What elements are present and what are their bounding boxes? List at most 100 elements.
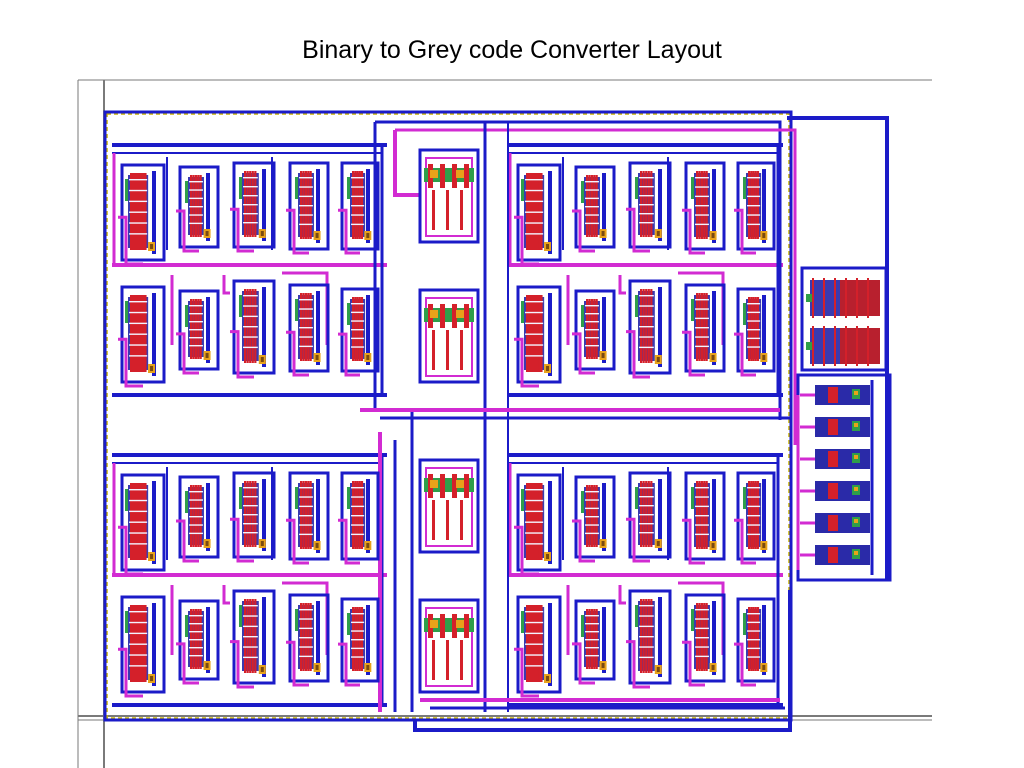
contact-row <box>525 665 544 667</box>
cell-metal-loop <box>516 163 562 262</box>
contact-row <box>525 654 544 656</box>
cell-39 <box>734 597 776 687</box>
xor-cell <box>418 458 480 554</box>
via-inner <box>546 554 550 559</box>
contact-row <box>639 605 654 607</box>
contact-row <box>695 186 709 188</box>
contact-row <box>747 647 761 650</box>
contact-row <box>351 496 365 498</box>
mux-top-frame <box>800 266 888 372</box>
contact-row <box>129 621 148 624</box>
xor-contact <box>456 620 464 628</box>
mux-stage <box>815 545 870 565</box>
contact-row <box>639 346 654 349</box>
contact-row <box>243 346 258 349</box>
mux-block <box>796 266 892 582</box>
xor-poly-down <box>460 190 463 230</box>
cell-10 <box>514 163 562 266</box>
contact-row <box>129 322 148 325</box>
contact-row <box>129 311 148 314</box>
output-strap <box>152 481 156 564</box>
contact-row <box>585 532 599 535</box>
contact-row <box>525 200 544 203</box>
contact-row <box>585 329 599 331</box>
right-bus <box>787 116 889 580</box>
contact-row <box>351 505 365 508</box>
via-inner <box>546 244 550 249</box>
via-inner <box>150 244 154 249</box>
contact-row <box>695 637 709 639</box>
contact-row <box>639 487 654 489</box>
cell-31 <box>572 475 616 563</box>
output-strap <box>548 603 552 686</box>
contact-row <box>243 222 258 224</box>
cell-metal-loop <box>232 471 276 559</box>
mux-diff <box>806 342 812 350</box>
contact-row <box>299 496 313 498</box>
contact-row <box>299 345 313 348</box>
metal2-jog <box>626 517 650 563</box>
via-inner <box>762 543 766 548</box>
contact-row <box>243 204 258 206</box>
cell-1 <box>176 165 220 253</box>
cell-metal-loop <box>288 593 330 683</box>
contact-row <box>243 523 258 525</box>
contact-row <box>351 214 365 216</box>
center-metal2-outer <box>395 128 797 445</box>
output-strap <box>152 603 156 686</box>
cell-20 <box>118 473 166 576</box>
cell-metal-loop <box>340 161 380 251</box>
contact-row <box>747 303 761 305</box>
contact-row <box>189 507 203 510</box>
xor-poly-down <box>460 500 463 540</box>
xor-poly-down <box>432 500 435 540</box>
contact-row <box>639 195 654 197</box>
via-inner <box>315 665 319 670</box>
contact-row <box>585 189 599 191</box>
contact-row <box>299 336 313 338</box>
xor-poly-down <box>460 640 463 680</box>
output-strap <box>262 597 266 677</box>
output-strap <box>366 295 370 365</box>
contact-row <box>243 326 258 328</box>
output-mux-column <box>796 266 892 582</box>
contact-row <box>189 206 203 208</box>
contact-row <box>243 177 258 179</box>
cell-metal-loop <box>684 593 726 683</box>
cell-6 <box>176 289 220 375</box>
cell-metal-loop <box>120 595 166 694</box>
contact-row <box>747 656 761 658</box>
contact-row <box>525 532 544 534</box>
cell-metal-loop <box>288 161 330 251</box>
contact-row <box>351 621 365 624</box>
cell-27 <box>230 589 276 689</box>
contact-row <box>129 532 148 534</box>
cell-metal-loop <box>232 279 276 375</box>
contact-row <box>129 189 148 192</box>
via-inner <box>601 541 605 546</box>
xor-outer-loop <box>418 288 480 384</box>
cell-metal-loop <box>684 161 726 251</box>
contact-row <box>243 625 258 628</box>
contact-row <box>243 336 258 338</box>
contact-row <box>585 647 599 649</box>
contact-row <box>525 179 544 181</box>
metal2-jog <box>572 332 595 375</box>
xor-cell <box>418 148 480 244</box>
contact-row <box>299 317 313 320</box>
metal2-jog <box>176 332 199 375</box>
xor-contact <box>430 480 438 488</box>
slide-title: Binary to Grey code Converter Layout <box>302 36 722 64</box>
contact-row <box>585 214 599 216</box>
contact-row <box>189 639 203 641</box>
cell-metal-loop <box>340 471 380 561</box>
cell-14 <box>734 161 776 255</box>
via-inner <box>205 231 209 236</box>
contact-row <box>189 623 203 625</box>
metal2-jog <box>230 640 254 689</box>
output-strap <box>262 287 266 367</box>
xor-poly-down <box>432 190 435 230</box>
xor-outer-loop <box>418 148 480 244</box>
cell-metal-loop <box>574 289 616 371</box>
contact-row <box>189 197 203 200</box>
